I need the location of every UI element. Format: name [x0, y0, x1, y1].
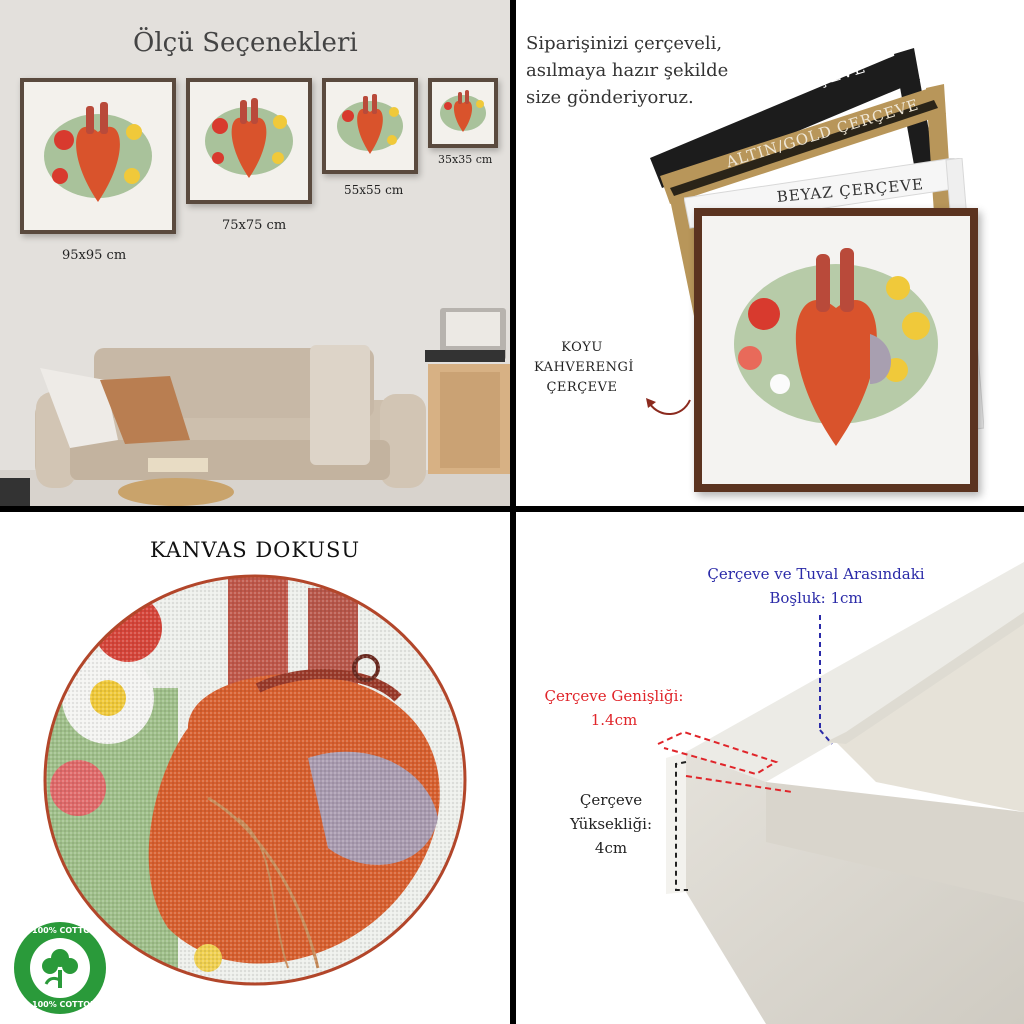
gap-line: Boşluk: 1cm: [769, 589, 863, 607]
height-line: Yüksekliği:: [569, 815, 653, 833]
heart-artwork: [440, 90, 486, 132]
cotton-badge-text-bottom: 100% COTTON: [32, 1000, 97, 1009]
width-annotation: Çerçeve Genişliği: 1.4cm: [534, 684, 694, 732]
width-line: Çerçeve Genişliği:: [544, 687, 684, 705]
intro-line: Siparişinizi çerçeveli,: [526, 33, 723, 54]
size-label-35: 35x35 cm: [438, 153, 493, 166]
texture-title: KANVAS DOKUSU: [150, 538, 361, 562]
heart-artwork: [44, 102, 152, 202]
frame-dimensions-panel: Çerçeve ve Tuval Arasındaki Boşluk: 1cm …: [516, 512, 1024, 1024]
intro-line: asılmaya hazır şekilde: [526, 60, 729, 81]
gap-annotation: Çerçeve ve Tuval Arasındaki Boşluk: 1cm: [686, 562, 946, 610]
brown-framed-artwork: [694, 208, 978, 492]
canvas-closeup: [43, 574, 467, 986]
frame-55: [322, 78, 418, 174]
brown-label-line: KOYU: [561, 340, 603, 355]
size-label-75: 75x75 cm: [222, 218, 287, 233]
frame-corner-illustration: [657, 562, 1024, 1024]
gap-line: Çerçeve ve Tuval Arasındaki: [707, 565, 925, 583]
frame-75: [186, 78, 312, 204]
cotton-badge: 100% COTTON 100% COTTON: [14, 922, 106, 1014]
canvas-texture-panel: KANVAS DOKUSU: [0, 512, 510, 1024]
size-label-55: 55x55 cm: [344, 183, 404, 197]
size-options-panel: Ölçü Seçenekleri 95x95 cm 75x75 cm: [0, 0, 510, 506]
frame-options-panel: Siparişinizi çerçeveli, asılmaya hazır ş…: [516, 0, 1024, 506]
size-panel-title: Ölçü Seçenekleri: [133, 28, 358, 58]
height-line: Çerçeve: [579, 791, 643, 809]
pillow: [40, 368, 118, 448]
height-annotation: Çerçeve Yüksekliği: 4cm: [556, 788, 666, 860]
heart-artwork: [734, 248, 938, 446]
width-line: 1.4cm: [590, 711, 638, 729]
throw-blanket: [310, 345, 370, 465]
frame-95: [20, 78, 176, 234]
pillow: [100, 376, 190, 444]
arrow-icon: [646, 398, 691, 415]
heart-artwork: [337, 94, 403, 154]
coffee-table: [118, 478, 234, 506]
intro-line: size gönderiyoruz.: [526, 87, 694, 108]
cotton-badge-text-top: 100% COTTON: [32, 926, 97, 935]
intro-text: Siparişinizi çerçeveli, asılmaya hazır ş…: [526, 30, 728, 111]
brown-label-line: KAHVERENGİ: [534, 360, 634, 375]
height-line: 4cm: [594, 839, 628, 857]
gold-frame: [660, 84, 952, 316]
frame-35: [428, 78, 498, 148]
brown-label-line: ÇERÇEVE: [546, 380, 618, 395]
cotton-icon: [42, 949, 78, 988]
heart-artwork: [205, 98, 293, 178]
size-label-95: 95x95 cm: [62, 248, 127, 263]
brown-frame-label: KOYU KAHVERENGİ ÇERÇEVE: [534, 338, 634, 398]
